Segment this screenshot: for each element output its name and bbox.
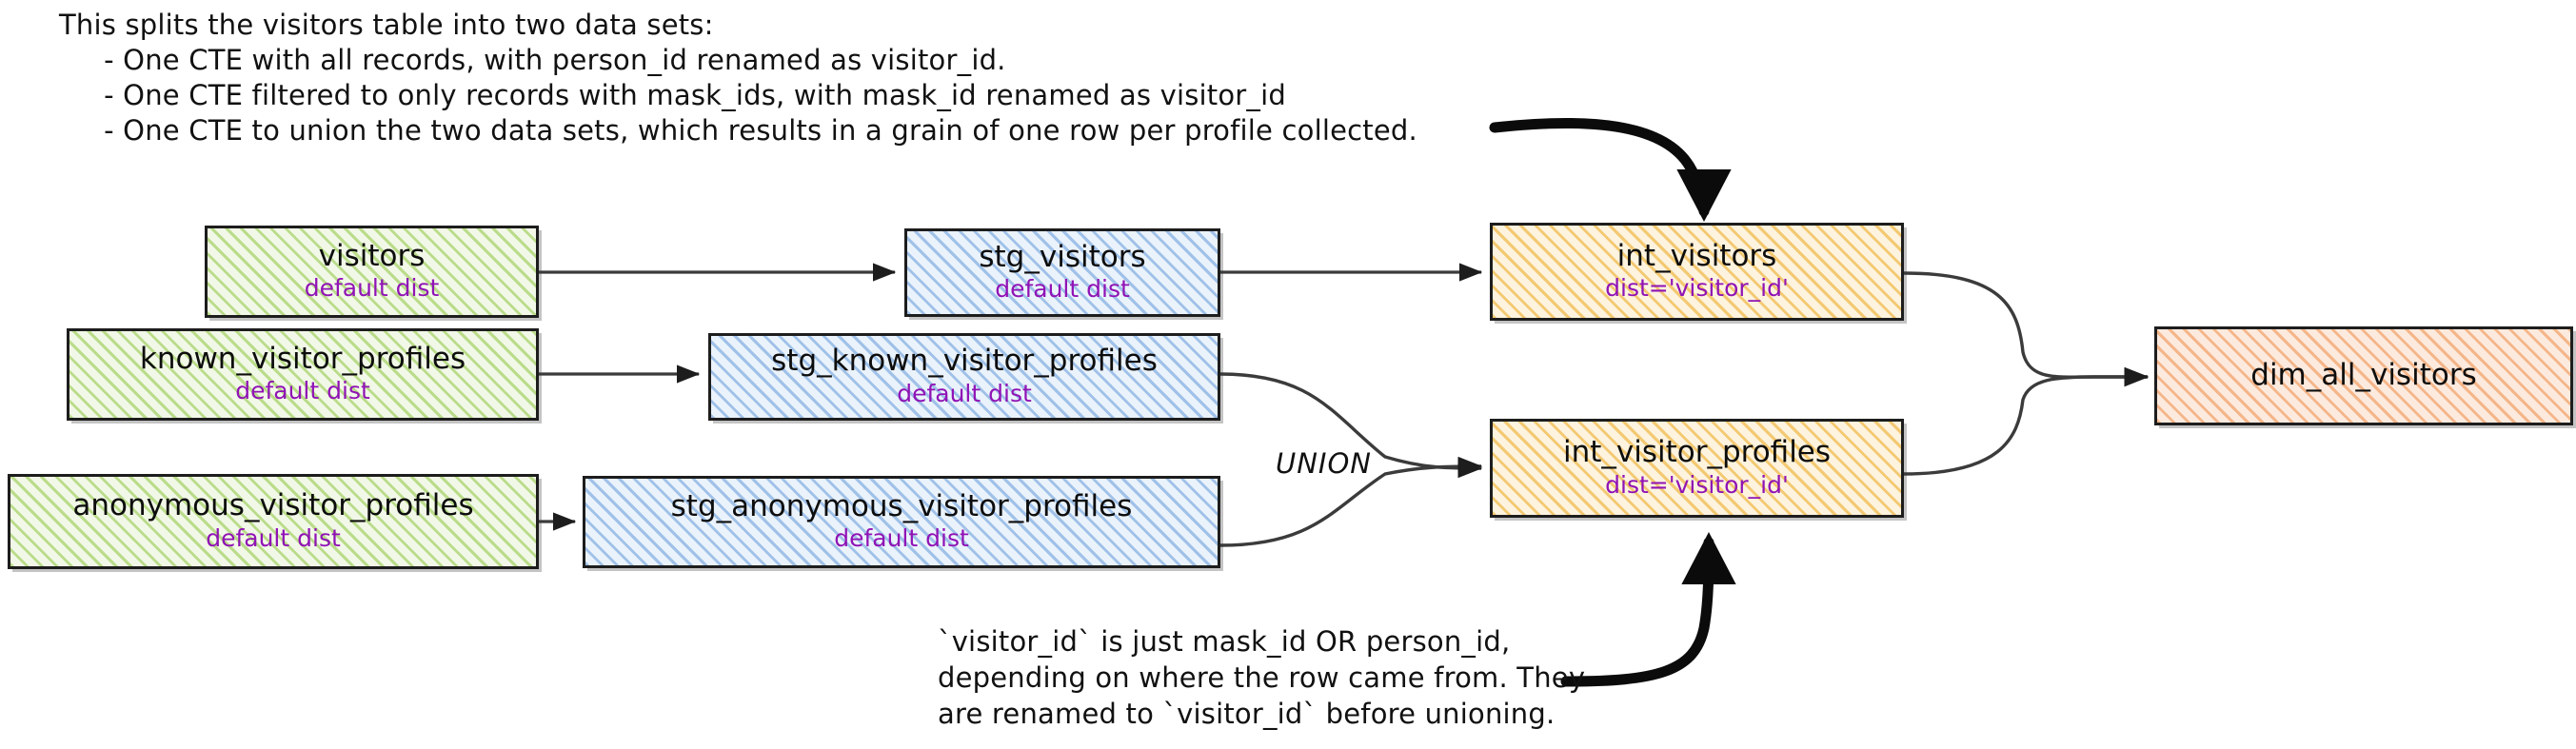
node-dim-all-visitors-title: dim_all_visitors bbox=[2250, 358, 2477, 393]
node-visitors-subtitle: default dist bbox=[304, 274, 440, 303]
node-int-visitor-profiles[interactable]: int_visitor_profiles dist='visitor_id' bbox=[1490, 419, 1904, 518]
note-bottom-description: `visitor_id` is just mask_id OR person_i… bbox=[938, 625, 1586, 730]
node-int-visitors-title: int_visitors bbox=[1616, 238, 1777, 273]
node-stg-anonymous-visitor-profiles[interactable]: stg_anonymous_visitor_profiles default d… bbox=[583, 476, 1220, 568]
node-int-visitors-subtitle: dist='visitor_id' bbox=[1605, 274, 1789, 303]
node-stg-known-visitor-profiles-subtitle: default dist bbox=[897, 379, 1032, 407]
node-int-visitors[interactable]: int_visitors dist='visitor_id' bbox=[1490, 223, 1904, 321]
note-top-description: This splits the visitors table into two … bbox=[59, 9, 1417, 147]
node-anonymous-visitor-profiles-subtitle: default dist bbox=[206, 523, 341, 552]
annotation-arrow-bottom bbox=[1560, 532, 1736, 687]
node-dim-all-visitors[interactable]: dim_all_visitors bbox=[2154, 326, 2573, 425]
node-stg-visitors-title: stg_visitors bbox=[979, 239, 1146, 274]
node-visitors[interactable]: visitors default dist bbox=[205, 226, 539, 318]
node-stg-visitors-subtitle: default dist bbox=[995, 275, 1130, 304]
node-stg-visitors[interactable]: stg_visitors default dist bbox=[904, 228, 1220, 317]
node-stg-known-visitor-profiles[interactable]: stg_known_visitor_profiles default dist bbox=[708, 333, 1220, 421]
node-known-visitor-profiles-subtitle: default dist bbox=[235, 377, 370, 405]
node-stg-anonymous-visitor-profiles-subtitle: default dist bbox=[834, 524, 969, 553]
annotation-arrow-top bbox=[1489, 117, 1732, 222]
node-int-visitor-profiles-subtitle: dist='visitor_id' bbox=[1605, 470, 1789, 499]
node-known-visitor-profiles-title: known_visitor_profiles bbox=[139, 341, 466, 376]
node-known-visitor-profiles[interactable]: known_visitor_profiles default dist bbox=[67, 328, 539, 421]
node-stg-anonymous-visitor-profiles-title: stg_anonymous_visitor_profiles bbox=[670, 488, 1133, 523]
union-label: UNION bbox=[1276, 447, 1372, 480]
node-stg-known-visitor-profiles-title: stg_known_visitor_profiles bbox=[771, 344, 1158, 379]
node-visitors-title: visitors bbox=[318, 238, 426, 273]
node-anonymous-visitor-profiles-title: anonymous_visitor_profiles bbox=[72, 488, 474, 523]
edge-int-visitors-to-dim bbox=[1903, 271, 2150, 387]
edge-int-visitor-profiles-to-dim bbox=[1903, 366, 2150, 476]
node-anonymous-visitor-profiles[interactable]: anonymous_visitor_profiles default dist bbox=[8, 474, 539, 569]
node-int-visitor-profiles-title: int_visitor_profiles bbox=[1562, 435, 1832, 470]
